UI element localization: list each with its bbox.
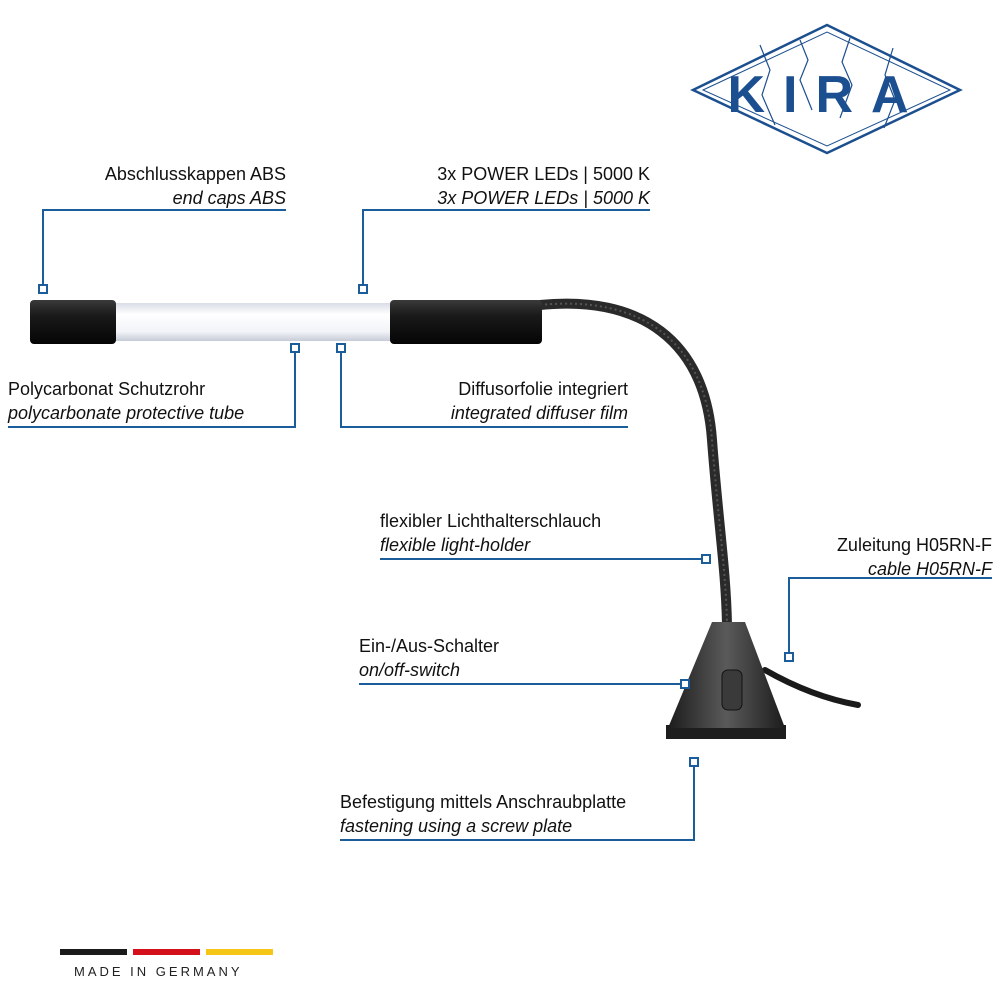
label-protective-tube: Polycarbonat Schutzrohr polycarbonate pr… bbox=[8, 377, 244, 425]
label-switch-en: on/off-switch bbox=[359, 660, 461, 680]
callout-line-mounting bbox=[340, 767, 695, 841]
label-diffuser: Diffusorfolie integriert integrated diff… bbox=[451, 377, 628, 425]
callout-lines bbox=[8, 209, 992, 841]
logo-lightning-icon bbox=[759, 37, 896, 129]
label-power-leds-de: 3x POWER LEDs | 5000 K bbox=[437, 164, 650, 184]
flag-bar-red bbox=[133, 949, 200, 955]
made-in-germany: MADE IN GERMANY bbox=[74, 964, 243, 979]
flag-bar-gold bbox=[206, 949, 273, 955]
label-cable: Zuleitung H05RN-F cable H05RN-F bbox=[837, 533, 992, 581]
label-power-leds: 3x POWER LEDs | 5000 K 3x POWER LEDs | 5… bbox=[437, 162, 650, 210]
label-switch-de: Ein-/Aus-Schalter bbox=[359, 636, 500, 656]
label-gooseneck-de: flexibler Lichthalterschlauch bbox=[380, 511, 602, 531]
label-cable-de: Zuleitung H05RN-F bbox=[836, 535, 992, 555]
callout-marker-cable bbox=[784, 652, 794, 662]
flag-bar-black bbox=[60, 949, 127, 955]
label-protective-tube-en: polycarbonate protective tube bbox=[8, 403, 245, 423]
callout-line-power-leds bbox=[362, 209, 650, 285]
callout-marker-diffuser bbox=[336, 343, 346, 353]
gooseneck-hose bbox=[535, 298, 732, 630]
led-tube bbox=[30, 300, 542, 344]
supply-cable bbox=[762, 667, 861, 708]
callout-marker-end-caps bbox=[38, 284, 48, 294]
callout-marker-gooseneck bbox=[701, 554, 711, 564]
label-cable-en: cable H05RN-F bbox=[867, 559, 992, 579]
label-end-caps-en: end caps ABS bbox=[172, 188, 286, 208]
label-gooseneck-en: flexible light-holder bbox=[380, 535, 531, 555]
label-mounting: Befestigung mittels Anschraubplatte fast… bbox=[340, 790, 626, 838]
label-diffuser-en: integrated diffuser film bbox=[450, 403, 628, 423]
callout-marker-power-leds bbox=[358, 284, 368, 294]
callout-marker-mounting bbox=[689, 757, 699, 767]
label-gooseneck: flexibler Lichthalterschlauch flexible l… bbox=[380, 509, 601, 557]
logo-text: KIRA bbox=[727, 66, 926, 124]
kira-logo: KIRA bbox=[690, 23, 963, 155]
label-protective-tube-de: Polycarbonat Schutzrohr bbox=[8, 379, 206, 399]
label-power-leds-en: 3x POWER LEDs | 5000 K bbox=[437, 188, 650, 208]
callout-line-end-caps bbox=[42, 209, 286, 285]
callout-line-cable bbox=[788, 577, 992, 653]
label-switch: Ein-/Aus-Schalter on/off-switch bbox=[359, 634, 499, 682]
lamp-base bbox=[666, 622, 786, 739]
label-mounting-en: fastening using a screw plate bbox=[340, 816, 573, 836]
label-end-caps-de: Abschlusskappen ABS bbox=[104, 164, 286, 184]
callout-marker-switch bbox=[680, 679, 690, 689]
label-end-caps: Abschlusskappen ABS end caps ABS bbox=[105, 162, 286, 210]
callout-line-diffuser bbox=[340, 353, 628, 428]
switch-icon bbox=[721, 669, 743, 711]
label-diffuser-de: Diffusorfolie integriert bbox=[458, 379, 628, 399]
callout-line-protective-tube bbox=[8, 353, 296, 428]
label-mounting-de: Befestigung mittels Anschraubplatte bbox=[340, 792, 627, 812]
callout-marker-protective-tube bbox=[290, 343, 300, 353]
